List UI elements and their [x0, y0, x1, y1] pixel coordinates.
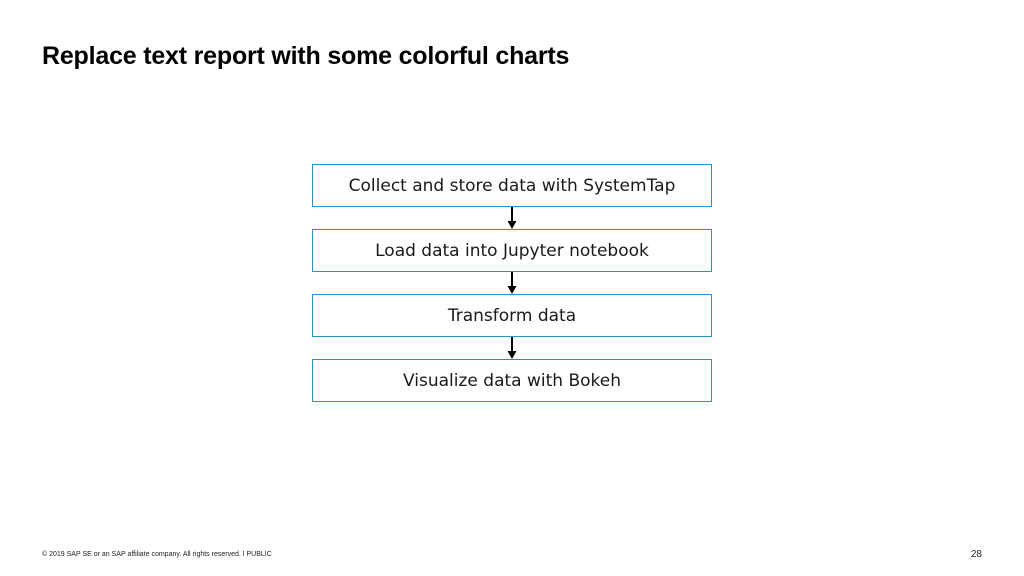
step-transform-data: Transform data — [312, 294, 712, 337]
page-number: 28 — [970, 549, 982, 560]
arrow-down-icon — [507, 207, 517, 229]
step-load-data: Load data into Jupyter notebook — [312, 229, 712, 272]
footer-copyright: © 2019 SAP SE or an SAP affiliate compan… — [42, 551, 272, 558]
slide-title: Replace text report with some colorful c… — [42, 42, 570, 70]
arrow-connector — [312, 337, 712, 359]
arrow-down-icon — [507, 272, 517, 294]
step-collect-data: Collect and store data with SystemTap — [312, 164, 712, 207]
arrow-connector — [312, 207, 712, 229]
step-visualize-data: Visualize data with Bokeh — [312, 359, 712, 402]
arrow-connector — [312, 272, 712, 294]
arrow-down-icon — [507, 337, 517, 359]
flowchart: Collect and store data with SystemTap Lo… — [312, 164, 712, 402]
